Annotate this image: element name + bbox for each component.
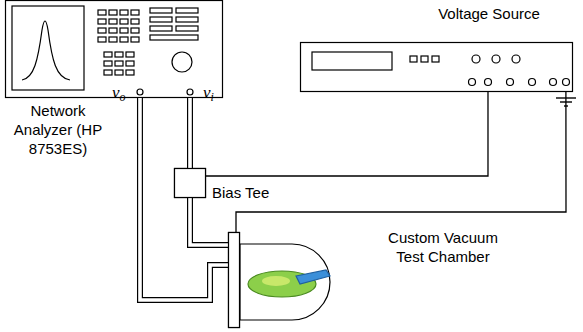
- cable-inner: [188, 98, 192, 168]
- node-label: Voltage Source: [404, 4, 574, 23]
- button-grid: [109, 37, 117, 42]
- voltage-source-drawing: [550, 79, 557, 86]
- bias-tee-drawing: [175, 169, 206, 198]
- wire-line: [206, 92, 488, 176]
- button-grid: [176, 26, 198, 31]
- wire-line: [236, 92, 566, 232]
- button-grid: [150, 17, 172, 22]
- bias-tee: Bias Tee: [174, 168, 206, 198]
- button-grid: [98, 10, 106, 15]
- button-grid: [131, 19, 139, 24]
- node-label: Bias Tee: [212, 183, 302, 202]
- network-analyzer-drawing: [6, 1, 223, 98]
- button-grid: [98, 37, 106, 42]
- button-grid: [150, 35, 198, 40]
- coax-cable: [190, 198, 228, 245]
- button-grid: [98, 8, 198, 75]
- button-grid: [131, 10, 139, 15]
- button-grid: [131, 28, 139, 33]
- button-grid: [126, 52, 134, 57]
- button-grid: [150, 8, 172, 13]
- network-analyzer-drawing: [6, 1, 223, 98]
- button-grid: [98, 19, 106, 24]
- bias-tee-box: [175, 169, 206, 198]
- voltage-source-drawing: [563, 79, 570, 86]
- port: [187, 89, 193, 95]
- button-grid: [120, 37, 128, 42]
- button-grid: [98, 28, 106, 33]
- voltage-source-drawing: [312, 52, 392, 70]
- button-grid: [131, 37, 139, 42]
- button-grid: [104, 70, 112, 75]
- vacuum-chamber: Custom Vacuum Test Chamber: [228, 232, 328, 328]
- voltage-source-drawing: [512, 55, 520, 63]
- signal-name: vi: [203, 84, 214, 106]
- port: [137, 89, 143, 95]
- cable-outer: [190, 198, 228, 245]
- coax-cable: [189, 98, 190, 168]
- node-label: Network Analyzer (HP 8753ES): [2, 101, 114, 158]
- network-analyzer-drawing: [12, 6, 84, 90]
- button-grid: [115, 70, 123, 75]
- voltage-source-drawing: [472, 55, 480, 63]
- button-grid: [176, 17, 198, 22]
- voltage-source-drawing: [301, 43, 573, 92]
- voltage-source-drawing: [421, 56, 428, 62]
- button-grid: [104, 61, 112, 66]
- button-grid: [104, 52, 112, 57]
- voltage-source-drawing: [410, 56, 417, 62]
- vacuum-chamber-drawing: [262, 276, 290, 286]
- wire: [206, 92, 488, 176]
- voltage-source-drawing: [432, 56, 439, 62]
- voltage-source-drawing: [492, 55, 500, 63]
- knob: [172, 52, 192, 72]
- cable-inner: [190, 198, 228, 245]
- voltage-source-drawing: [507, 79, 514, 86]
- vacuum-chamber-drawing: [296, 270, 330, 284]
- button-grid: [115, 61, 123, 66]
- button-grid: [176, 8, 198, 13]
- voltage-source-drawing: [469, 79, 476, 86]
- button-grid: [109, 28, 117, 33]
- signal-name: vo: [112, 84, 126, 106]
- button-grid: [126, 61, 134, 66]
- voltage-source: Voltage Source: [300, 42, 573, 92]
- button-grid: [120, 10, 128, 15]
- network-analyzer-drawing: [22, 21, 70, 80]
- button-grid: [120, 19, 128, 24]
- bias-tee-drawing: [175, 169, 206, 198]
- button-grid: [115, 52, 123, 57]
- button-grid: [109, 10, 117, 15]
- voltage-source-drawing: [301, 43, 573, 92]
- button-grid: [109, 19, 117, 24]
- voltage-source-drawing: [485, 79, 492, 86]
- button-grid: [150, 26, 172, 31]
- wire: [236, 92, 566, 232]
- chamber-flange: [229, 233, 240, 328]
- vacuum-chamber-drawing: [240, 244, 330, 320]
- cable-outer: [187, 98, 193, 168]
- voltage-source-drawing: [529, 79, 536, 86]
- button-grid: [120, 28, 128, 33]
- node-label: Custom Vacuum Test Chamber: [378, 228, 508, 266]
- button-grid: [126, 70, 134, 75]
- vacuum-chamber-drawing: [229, 233, 331, 328]
- vacuum-chamber-drawing: [229, 233, 240, 328]
